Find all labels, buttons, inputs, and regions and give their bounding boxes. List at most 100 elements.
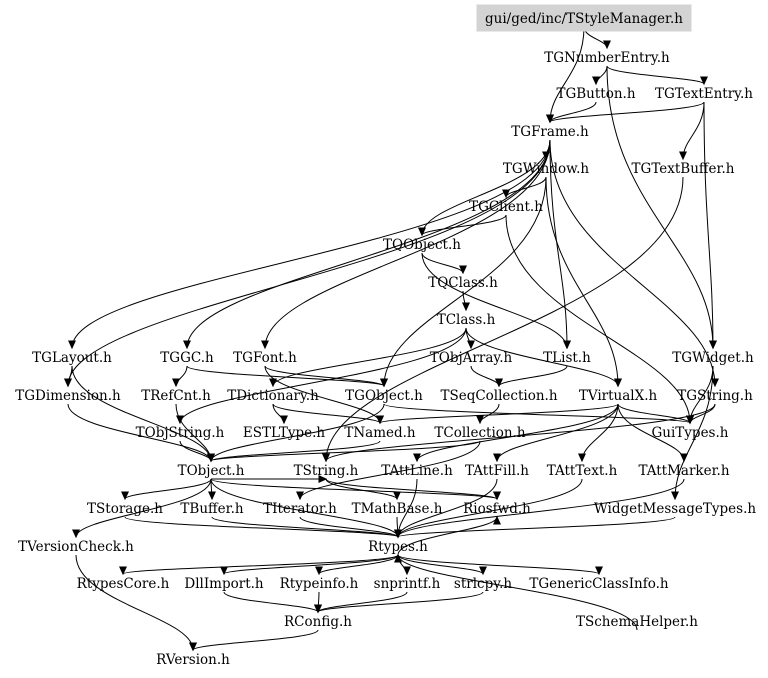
edge-arrowhead	[318, 475, 328, 483]
edge-arrowhead	[314, 604, 322, 614]
node-label: TGLayout.h	[32, 350, 112, 366]
node-label: WidgetMessageTypes.h	[594, 501, 756, 517]
edge-tgwidget-h-to-widgetmessagetypes-h	[674, 365, 714, 500]
edge-arrowhead	[493, 453, 501, 463]
node-label: TStorage.h	[87, 501, 163, 517]
edge-tclass-h-to-tobjstring-h	[179, 327, 467, 424]
node-tbuffer-h: TBuffer.h	[180, 501, 243, 517]
node-tclass-h: TClass.h	[437, 312, 496, 328]
edge-arrowhead	[476, 415, 484, 425]
node-tnamed-h: TNamed.h	[344, 425, 416, 441]
edge-tvirtualx-h-to-guitypes-h	[617, 403, 691, 424]
edge-tqobject-h-to-tqclass-h	[421, 252, 464, 274]
edge-tstring-h-to-tmathbase-h	[325, 478, 398, 500]
node-tgtextbuffer-h: TGTextBuffer.h	[632, 161, 735, 177]
edge-tobjarray-h-to-tseqcollection-h	[470, 365, 500, 387]
node-label: TObjArray.h	[430, 350, 513, 366]
node-tgnumberentry-h: TGNumberEntry.h	[544, 50, 670, 66]
edge-tgtextbuffer-h-to-tstring-h	[325, 176, 684, 462]
edge-tgwindow-h-to-tgclient-h	[505, 176, 547, 198]
edge-tgframe-h-to-tgdimension-h	[67, 139, 551, 387]
edge-tstring-h-to-riosfwd-h	[325, 478, 498, 500]
node-label: TClass.h	[437, 312, 496, 328]
edge-rconfig-h-to-rversion-h	[192, 629, 319, 651]
edge-snprintf-h-to-rconfig-h	[317, 591, 408, 613]
edge-tvirtualx-h-to-tnamed-h	[379, 403, 619, 424]
edge-tbuffer-h-to-rtypes-h	[211, 516, 399, 538]
node-tgenericclassinfo-h: TGenericClassInfo.h	[529, 576, 669, 592]
edge-tglayout-h-to-tobject-h	[71, 365, 212, 462]
edge-arrowhead	[189, 642, 197, 652]
node-label: TAttMarker.h	[638, 463, 729, 479]
edge-tgwindow-h-to-tvirtualx-h	[545, 176, 619, 387]
node-tstring-h: TString.h	[294, 463, 359, 479]
edge-tgobject-h-to-tobject-h	[210, 403, 385, 462]
edge-tstorage-h-to-rtypes-h	[124, 516, 399, 538]
edge-titerator-h-to-rtypes-h	[299, 516, 399, 538]
edge-strlcpy-h-to-rconfig-h	[317, 591, 484, 613]
edge-arrowhead	[592, 76, 600, 86]
node-widgetmessagetypes-h: WidgetMessageTypes.h	[594, 501, 756, 517]
node-label: TNamed.h	[344, 425, 416, 441]
edge-arrowhead	[394, 529, 402, 539]
edge-tobject-h-to-tstorage-h	[124, 478, 212, 500]
edge-tclass-h-to-tdictionary-h	[272, 327, 467, 387]
node-strlcpy-h: strlcpy.h	[454, 576, 512, 592]
edge-arrowhead	[208, 491, 216, 501]
node-tmathbase-h: TMathBase.h	[352, 501, 443, 517]
node-label: TGClient.h	[469, 199, 543, 215]
edge-tclass-h-to-tvirtualx-h	[465, 327, 619, 387]
edge-tgtextentry-h-to-tgwidget-h	[703, 101, 714, 349]
edge-rtypes-h-to-rtypeinfo-h	[318, 554, 399, 575]
edge-arrowhead	[220, 566, 228, 576]
node-tgframe-h: TGFrame.h	[511, 124, 589, 140]
node-gui-ged-inc-tstylemanager-h: gui/ged/inc/TStyleManager.h	[476, 4, 692, 32]
edge-tgobject-h-to-guitypes-h	[383, 403, 691, 424]
node-tqclass-h: TQClass.h	[428, 275, 498, 291]
node-label: TString.h	[294, 463, 359, 479]
edge-tobject-h-to-rtypes-h	[210, 478, 399, 538]
edge-tgframe-h-to-tggc-h	[186, 139, 551, 349]
node-label: TGDimension.h	[15, 388, 121, 404]
edge-tversioncheck-h-to-rversion-h	[75, 554, 194, 651]
edge-tgclient-h-to-guitypes-h	[505, 214, 691, 424]
node-rconfig-h: RConfig.h	[284, 614, 352, 630]
node-label: Riosfwd.h	[463, 501, 531, 517]
edge-tobject-h-to-tversioncheck-h	[75, 478, 212, 538]
node-label: ESTLType.h	[243, 425, 326, 441]
edge-tgnumberentry-h-to-tgwidget-h	[606, 65, 714, 349]
edge-tgframe-h-to-tgstring-h	[549, 139, 716, 387]
node-label: TCollection.h	[434, 425, 526, 441]
node-tgstring-h: TGString.h	[677, 388, 753, 404]
edge-arrowhead	[261, 340, 269, 350]
node-tseqcollection-h: TSeqCollection.h	[440, 388, 557, 404]
edge-arrowhead	[172, 378, 180, 388]
edge-arrowhead	[64, 378, 72, 388]
edge-tggc-h-to-tgobject-h	[186, 365, 385, 387]
node-tdictionary-h: TDictionary.h	[227, 388, 319, 404]
node-label: TList.h	[543, 350, 591, 366]
edge-rtypes-h-to-strlcpy-h	[397, 554, 484, 575]
edge-arrowhead	[280, 415, 288, 425]
node-tgtextentry-h: TGTextEntry.h	[655, 86, 753, 102]
node-label: snprintf.h	[374, 576, 441, 592]
node-label: RtypesCore.h	[77, 576, 170, 592]
edge-arrowhead	[595, 566, 603, 576]
edge-rtypes-h-to-tgenericclassinfo-h	[397, 554, 600, 575]
edge-tlist-h-to-tseqcollection-h	[498, 365, 568, 387]
edge-tvirtualx-h-to-tattfill-h	[496, 403, 619, 462]
edge-arrowhead	[183, 340, 191, 350]
node-tattfill-h: TAttFill.h	[465, 463, 529, 479]
node-label: TAttLine.h	[381, 463, 453, 479]
edge-tgbutton-h-to-tgframe-h	[549, 101, 597, 123]
edge-arrowhead	[207, 453, 215, 463]
edge-arrowhead	[72, 529, 80, 539]
node-tgwidget-h: TGWidget.h	[672, 350, 754, 366]
node-tlist-h: TList.h	[543, 350, 591, 366]
edge-arrowhead	[322, 453, 330, 463]
node-label: TGWindow.h	[503, 161, 589, 177]
node-label: TGString.h	[677, 388, 753, 404]
edge-arrowhead	[393, 491, 401, 501]
edge-arrowhead	[686, 415, 694, 425]
node-tgobject-h: TGObject.h	[345, 388, 423, 404]
